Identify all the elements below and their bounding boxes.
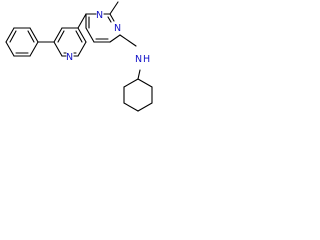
pyridine-ring	[53, 27, 87, 57]
pyrimidine-n1-label: N	[96, 10, 103, 21]
atom-labels: N N N N H	[66, 10, 150, 65]
amine-h-label: H	[143, 54, 150, 65]
biaryl-bond-2	[77, 13, 87, 29]
pyrimidine-ring	[85, 13, 121, 43]
pyrimidine-n3-label: N	[114, 23, 121, 34]
molecule-structure: N N N N H	[5, 1, 153, 112]
pyridine-n-label: N	[66, 52, 73, 63]
methyl-bond	[109, 1, 119, 15]
phenyl-ring	[5, 27, 39, 57]
amine-n-label: N	[135, 54, 142, 65]
n-cyclohexyl-bond	[137, 69, 141, 80]
cyclohexyl-ring	[123, 78, 153, 112]
amine-bond	[119, 34, 137, 47]
